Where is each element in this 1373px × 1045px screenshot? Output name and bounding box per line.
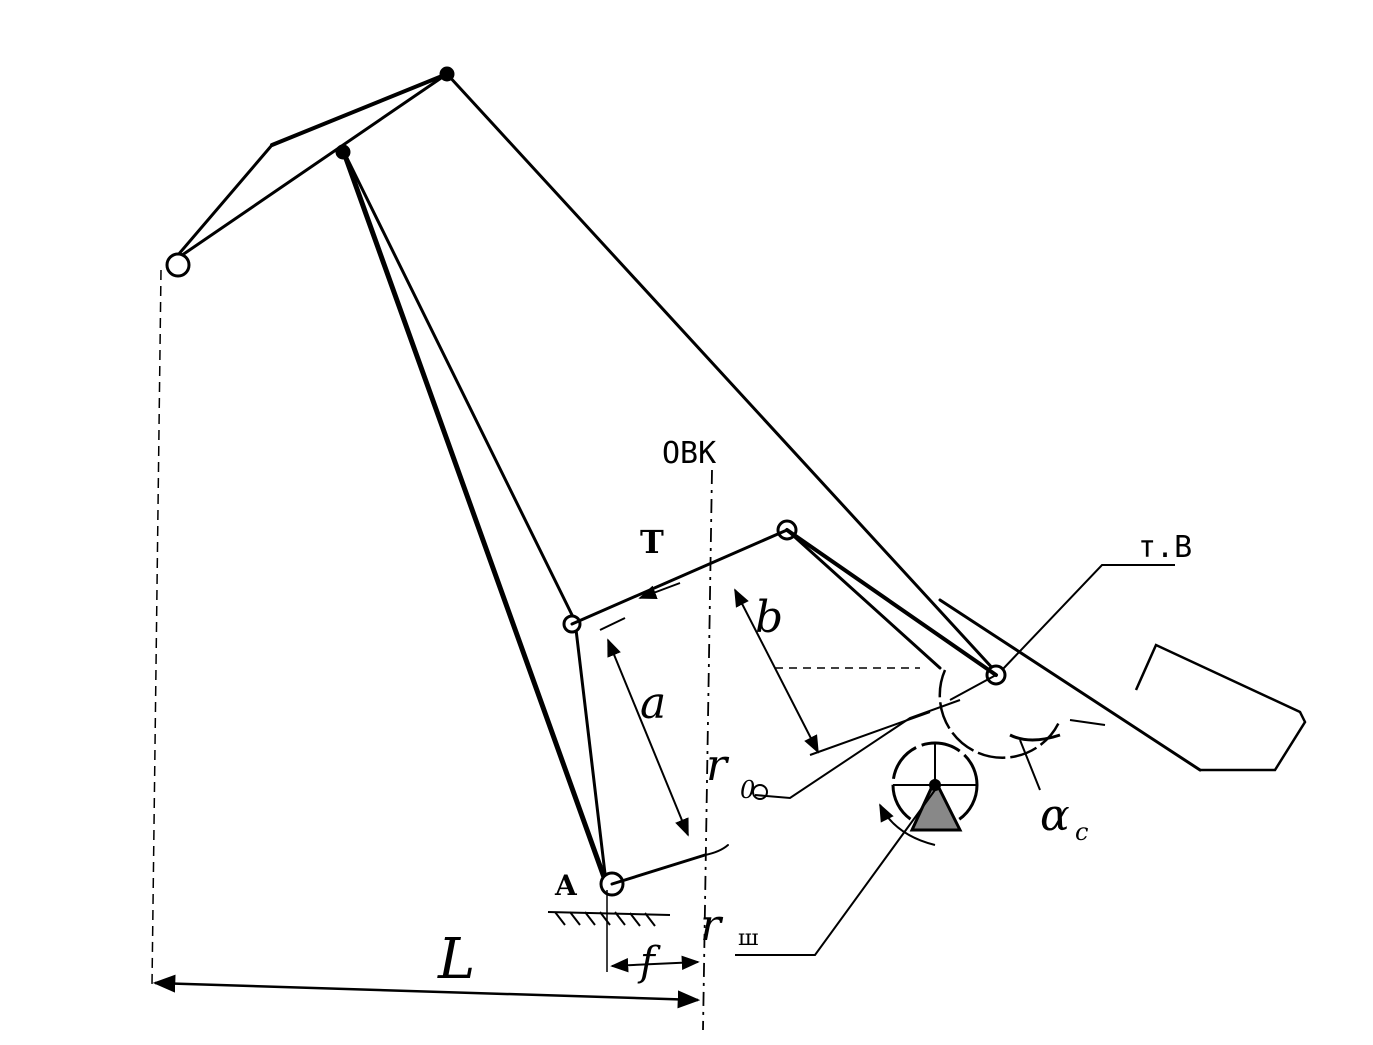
left-reference-line [151, 269, 162, 986]
left-pivot-joint [165, 252, 191, 278]
l-label: L [437, 927, 475, 992]
r0-label: r [706, 740, 730, 791]
a-label: a [640, 678, 666, 729]
alpha-c-label: α [1040, 790, 1070, 841]
obk-label: ОВК [662, 436, 716, 471]
lower-wheel [879, 741, 979, 846]
r-sh-leader [735, 789, 936, 956]
b-label: b [755, 592, 783, 643]
t-arrow [638, 582, 681, 600]
upper-arc [938, 669, 1062, 759]
bucket-shape [1134, 643, 1307, 772]
alpha-c-leader [1019, 739, 1041, 791]
dimension-f [610, 955, 700, 973]
dimension-l [152, 974, 701, 1009]
alpha-c-subscript: c [1075, 818, 1088, 846]
t-label: T [640, 523, 664, 561]
f-label: f [637, 939, 661, 985]
top-pivot-joint [439, 66, 455, 82]
mid-top-joint [335, 144, 351, 160]
ground-hatch [547, 911, 671, 927]
tb-leader [1001, 564, 1175, 671]
r-sh-subscript: ш [738, 926, 758, 951]
boom-structure [170, 72, 998, 884]
point-a-label: A [554, 869, 578, 902]
linkage [570, 528, 1202, 886]
dimension-a [607, 638, 689, 837]
dimension-b [734, 588, 819, 754]
r0-leader [754, 699, 961, 800]
joints [165, 66, 1007, 897]
tb-label: т.В [1138, 530, 1192, 565]
r-sh-label: r [700, 900, 724, 951]
r0-subscript: 0 [740, 776, 755, 804]
obk-axis [702, 469, 713, 1031]
